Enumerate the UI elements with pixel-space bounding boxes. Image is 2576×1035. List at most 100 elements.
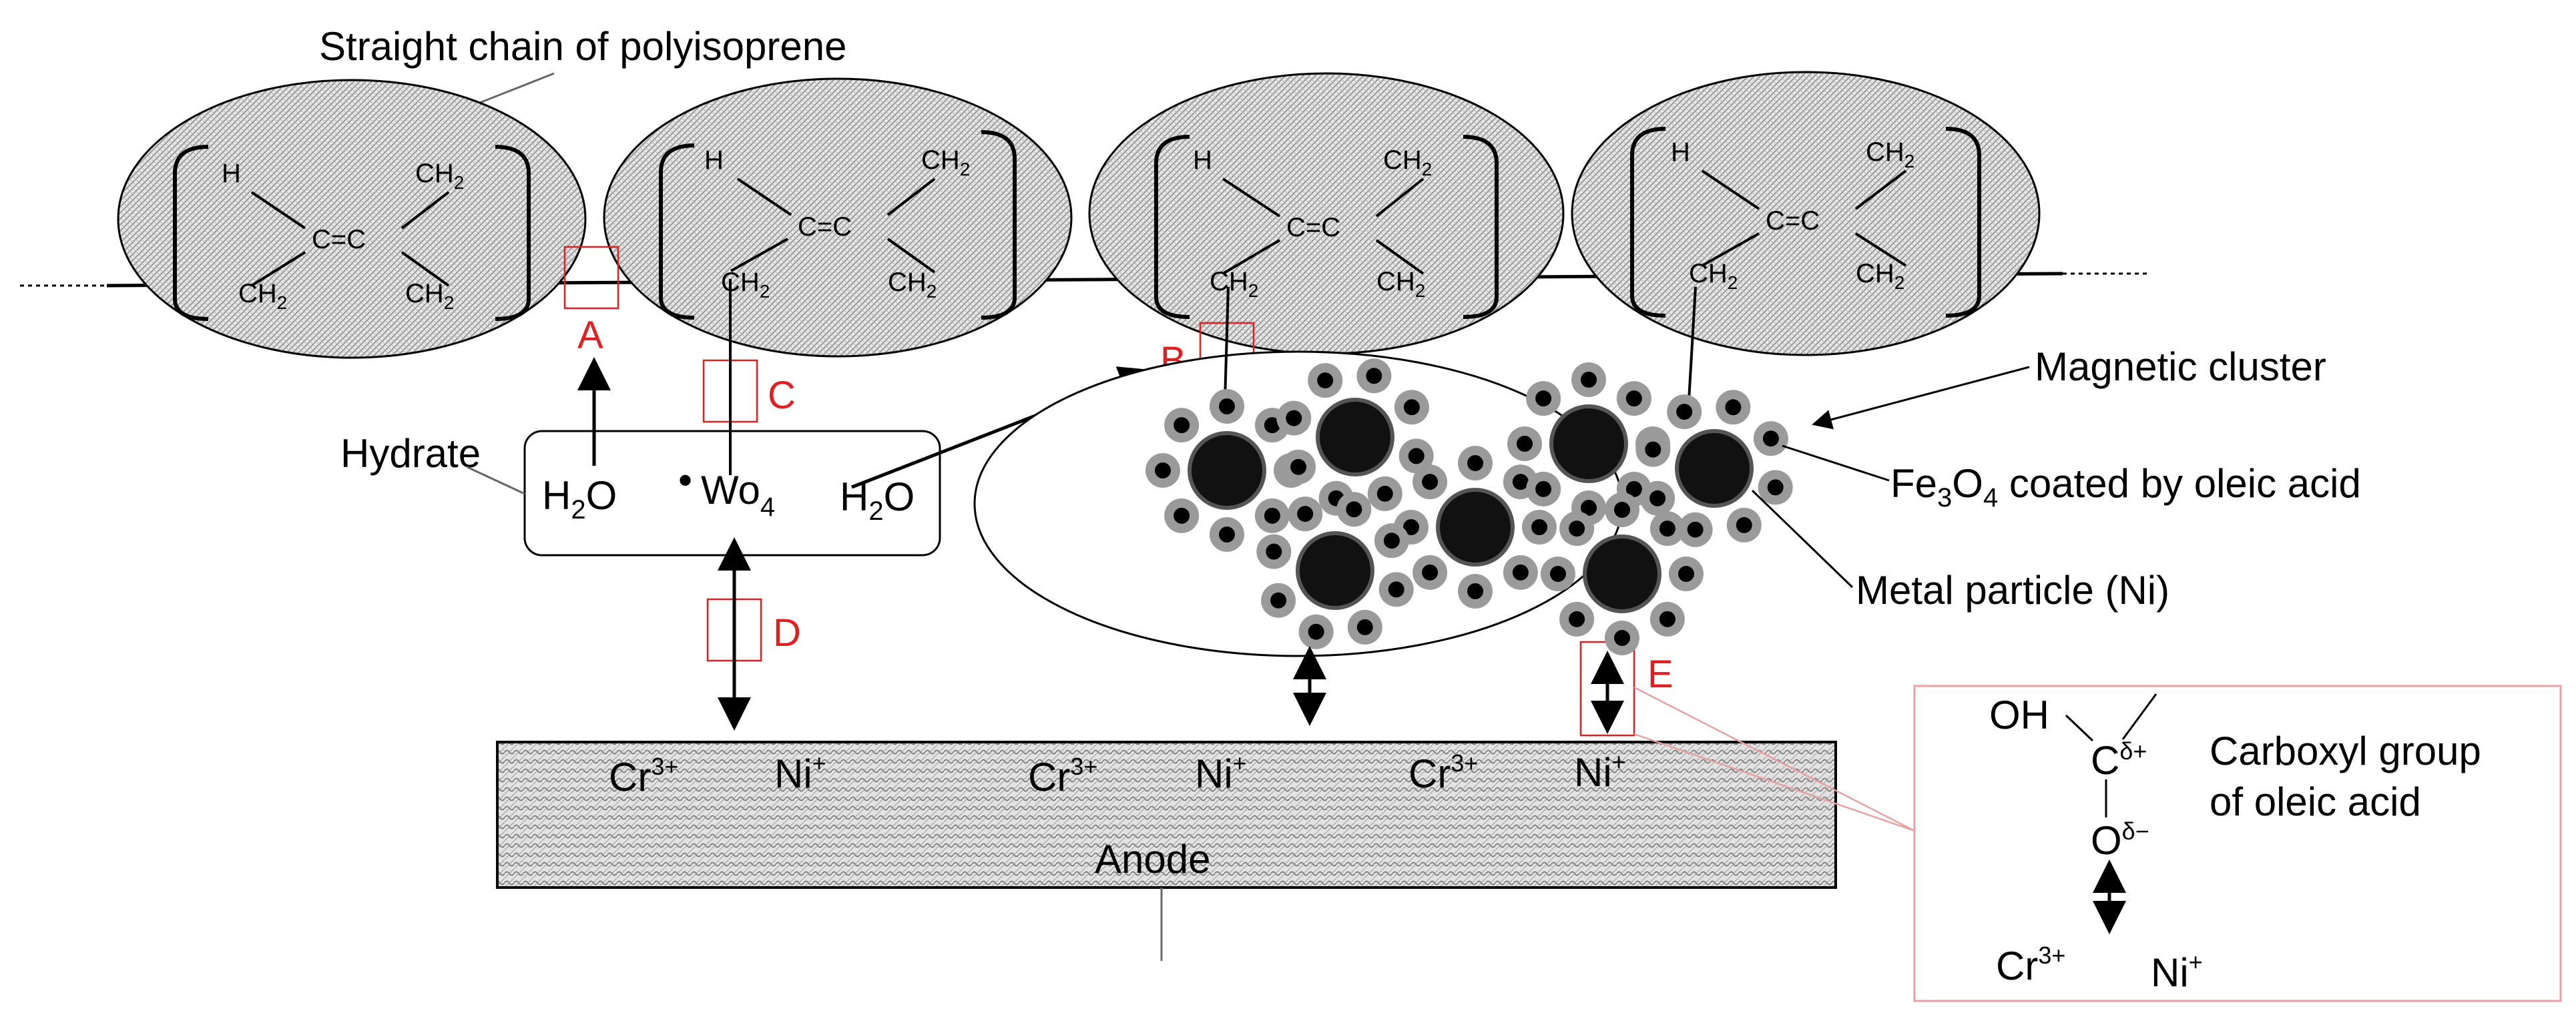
metal-particle: [1296, 531, 1374, 610]
detail-connector-top: [1633, 686, 1915, 832]
metal-particle: [1436, 488, 1515, 567]
hydrate-dot: •: [678, 458, 692, 502]
fe3o4-core: [1535, 390, 1552, 407]
magnetic-cluster-label: Magnetic cluster: [2035, 344, 2326, 389]
fe3o4-core: [1174, 417, 1190, 434]
detail-r-bond: [2121, 693, 2157, 740]
svg-text:H: H: [704, 145, 724, 175]
svg-text:CH2: CH2: [721, 268, 770, 302]
fe3o4-core: [1725, 399, 1742, 416]
marker-e: E: [1647, 653, 1673, 696]
fe3o4-core: [1356, 619, 1373, 635]
fe3o4-core: [1535, 480, 1552, 497]
detail-carbon: Cδ+: [2091, 737, 2147, 783]
fe3o4-core: [1762, 430, 1779, 447]
ion-ni-1: Ni+: [774, 749, 826, 796]
fe3o4-label: Fe3O4 coated by oleic acid: [1890, 461, 2361, 512]
anode-label: Anode: [1095, 837, 1211, 882]
fe3o4-core: [1366, 368, 1382, 384]
fe3o4-core: [1264, 507, 1280, 524]
carboxyl-label-line2: of oleic acid: [2210, 779, 2421, 824]
fe3o4-core: [1581, 500, 1597, 516]
hydrate-h2o-right: H2O: [840, 474, 915, 526]
metal-particle: [1675, 429, 1754, 508]
fe3o4-core: [1408, 448, 1425, 464]
fe3o4-core: [1569, 611, 1585, 627]
fe3o4-core: [1569, 521, 1585, 537]
fe3o4-core: [1517, 436, 1533, 452]
polyisoprene-label: Straight chain of polyisoprene: [319, 24, 847, 69]
fe3o4-core: [1659, 611, 1676, 627]
fe3o4-core: [1376, 485, 1393, 502]
magnetic-cluster-arrow: [1812, 366, 2030, 430]
fe3o4-core: [1678, 566, 1694, 582]
fe3o4-leader: [1782, 444, 1890, 482]
hydrate-h2o-left: H2O: [542, 473, 617, 525]
fe3o4-core: [1308, 623, 1324, 640]
fe3o4-core: [1403, 519, 1419, 535]
fe3o4-core: [1512, 564, 1529, 581]
fe3o4-core: [1767, 479, 1784, 496]
fe3o4-core: [1264, 417, 1280, 434]
svg-text:CH2: CH2: [1376, 267, 1425, 301]
fe3o4-core: [1403, 399, 1420, 416]
fe3o4-core: [1659, 521, 1676, 537]
svg-text:CH2: CH2: [405, 279, 454, 313]
ion-ni-2: Ni+: [1195, 749, 1247, 796]
bond-ch2-cluster-2: [1688, 286, 1697, 401]
fe3o4-core: [1317, 372, 1334, 389]
fe3o4-core: [1467, 583, 1483, 599]
svg-text:CH2: CH2: [921, 145, 970, 180]
carboxyl-detail-box: [1913, 685, 2562, 1002]
detail-oxygen: Oδ−: [2091, 817, 2149, 863]
fe3o4-core: [1174, 507, 1190, 524]
marker-a: A: [577, 314, 603, 357]
svg-text:C=C: C=C: [1286, 213, 1340, 242]
detail-ion-ni: Ni+: [2151, 948, 2203, 995]
svg-text:C=C: C=C: [1766, 206, 1820, 236]
svg-text:CH2: CH2: [1210, 267, 1258, 301]
fe3o4-core: [1614, 502, 1630, 518]
marker-c: C: [768, 374, 796, 417]
monomer-unit-4: H C=C CH2 CH2 CH2: [1571, 71, 2041, 356]
ion-cr-2: Cr3+: [1028, 753, 1097, 799]
metal-particle: [1316, 398, 1394, 476]
svg-text:CH2: CH2: [415, 159, 464, 193]
fe3o4-core: [1388, 581, 1404, 598]
svg-text:CH2: CH2: [1866, 137, 1914, 171]
fe3o4-core: [1625, 480, 1642, 497]
svg-text:CH2: CH2: [1383, 145, 1432, 180]
fe3o4-core: [1290, 458, 1307, 475]
detail-ion-cr: Cr3+: [1996, 942, 2065, 988]
fe3o4-core: [1422, 564, 1439, 581]
fe3o4-core: [1625, 390, 1642, 407]
metal-particles-group: [1145, 358, 1793, 655]
fe3o4-core: [1383, 533, 1400, 549]
anode-block: [496, 741, 1837, 889]
marker-d: D: [773, 611, 801, 655]
svg-text:C=C: C=C: [312, 225, 366, 254]
metal-particle: [1583, 535, 1661, 613]
fe3o4-core: [1676, 404, 1693, 420]
hydrate-label: Hydrate: [340, 431, 481, 476]
monomer-unit-3: H C=C CH2 CH2 CH2: [1088, 72, 1565, 355]
fe3o4-core: [1219, 527, 1235, 543]
detail-connector-bottom: [1633, 733, 1915, 832]
metal-particle: [1549, 404, 1628, 483]
metal-particle-label: Metal particle (Ni): [1856, 568, 2169, 613]
fe3o4-core: [1645, 441, 1661, 458]
fe3o4-core: [1270, 592, 1287, 609]
fe3o4-core: [1512, 474, 1529, 490]
ion-cr-3: Cr3+: [1408, 749, 1478, 796]
fe3o4-core: [1266, 543, 1282, 560]
monomer-unit-2: H C=C CH2 CH2 CH2: [603, 77, 1073, 358]
fe3o4-core: [1219, 398, 1235, 414]
svg-text:CH2: CH2: [1689, 259, 1738, 293]
fe3o4-core: [1649, 490, 1666, 506]
svg-text:H: H: [1193, 145, 1212, 175]
bond-ch2-cluster-1: [1224, 286, 1230, 401]
fe3o4-core: [1467, 455, 1483, 471]
ion-cr-1: Cr3+: [609, 753, 678, 799]
fe3o4-core: [1736, 516, 1752, 533]
